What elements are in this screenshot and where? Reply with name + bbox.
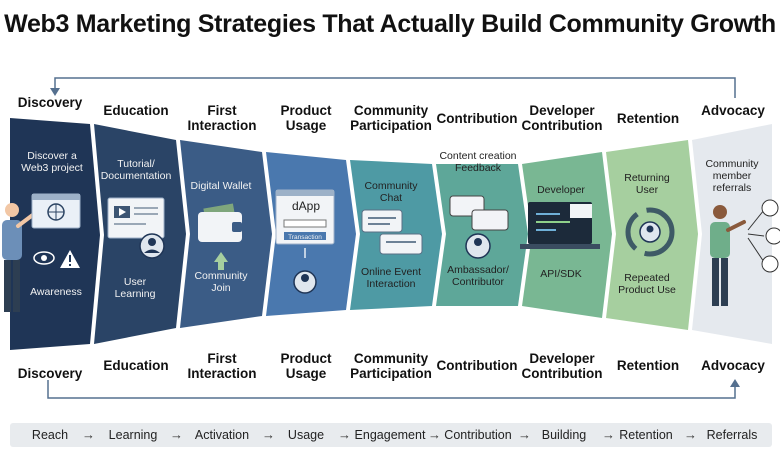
journey-step-usage: Usage (287, 428, 325, 442)
segment-advocacy (692, 124, 772, 344)
journey-step-referrals: Referrals (706, 428, 758, 442)
journey-step-learning: Learning (108, 428, 158, 442)
top-label-discovery: Discovery (17, 95, 83, 110)
top-loop-arrowhead (50, 88, 60, 96)
community-participation-text-top: Community Chat (364, 180, 418, 204)
education-text-top: Tutorial/ Documentation (100, 158, 172, 182)
first-interaction-text-bottom: Community Join (194, 270, 248, 294)
person-presenting-icon (710, 205, 746, 306)
top-label-education: Education (103, 103, 169, 118)
eye-icon (33, 251, 55, 265)
top-label-first-interaction: First Interaction (187, 103, 257, 133)
journey-step-activation: Activation (194, 428, 250, 442)
journey-arrow: → (428, 427, 441, 442)
journey-arrow: → (684, 427, 697, 442)
product-usage-text-top: dApp (291, 199, 321, 213)
bottom-label-advocacy: Advocacy (701, 358, 765, 373)
bottom-label-education: Education (103, 358, 169, 373)
discovery-text-top: Discover a Web3 project (21, 150, 83, 174)
code-laptop-icon (520, 202, 600, 249)
arrow-up-icon (214, 252, 228, 270)
network-people-icon (747, 199, 780, 273)
bottom-label-contribution: Contribution (436, 358, 518, 373)
warning-icon (60, 250, 80, 268)
journey-step-contribution: Contribution (444, 428, 512, 442)
bottom-label-first-interaction: First Interaction (187, 351, 257, 381)
top-loop-arrow (54, 77, 736, 98)
first-interaction-text-top: Digital Wallet (190, 180, 252, 192)
bottom-label-developer-contribution: Developer Contribution (521, 351, 603, 381)
journey-step-reach: Reach (31, 428, 69, 442)
journey-arrow: → (338, 427, 351, 442)
journey-bar (10, 423, 772, 447)
discovery-text-bottom: Awareness (30, 286, 82, 298)
bottom-label-community-participation: Community Participation (350, 351, 432, 381)
journey-step-engagement: Engagement (354, 428, 426, 442)
refresh-cycle-icon (625, 207, 675, 257)
bottom-loop-arrow (47, 380, 736, 399)
chat-bubbles-icon (361, 209, 423, 255)
journey-arrow: → (170, 427, 183, 442)
person-pointing-icon (2, 203, 36, 312)
top-label-retention: Retention (616, 111, 680, 126)
journey-step-retention: Retention (619, 428, 673, 442)
top-label-developer-contribution: Developer Contribution (521, 103, 603, 133)
page-title: Web3 Marketing Strategies That Actually … (4, 10, 776, 38)
community-participation-text-bottom: Online Event Interaction (360, 266, 422, 290)
contribution-chat-icon (449, 195, 509, 259)
bottom-label-product-usage: Product Usage (280, 351, 332, 381)
retention-text-bottom: Repeated Product Use (618, 272, 676, 296)
browser-globe-icon (31, 193, 81, 229)
top-label-contribution: Contribution (436, 111, 518, 126)
bottom-loop-arrowhead (730, 379, 740, 387)
education-text-bottom: User Learning (114, 276, 156, 300)
contribution-text-bottom: Ambassador/ Contributor (447, 264, 509, 288)
wallet-icon (198, 203, 242, 242)
bottom-label-retention: Retention (616, 358, 680, 373)
contribution-text-top: Content creation Feedback (439, 150, 517, 174)
developer-contribution-text-bottom: API/SDK (540, 268, 582, 280)
advocacy-text: Community member referrals (705, 158, 759, 194)
developer-contribution-text-top: Developer (537, 184, 585, 196)
journey-arrow: → (602, 427, 615, 442)
top-label-community-participation: Community Participation (350, 103, 432, 133)
journey-arrow: → (518, 427, 531, 442)
top-label-advocacy: Advocacy (701, 103, 765, 118)
journey-arrow: → (262, 427, 275, 442)
journey-arrow: → (82, 427, 95, 442)
bottom-label-discovery: Discovery (17, 366, 83, 381)
segment-discovery (10, 118, 100, 350)
product-usage-text-bottom: Transaction (288, 234, 322, 241)
top-label-product-usage: Product Usage (280, 103, 332, 133)
user-avatar-icon (139, 233, 165, 259)
journey-step-building: Building (541, 428, 587, 442)
dapp-window-icon (275, 189, 335, 294)
retention-text-top: Returning User (624, 172, 670, 196)
video-tutorial-icon (107, 197, 165, 239)
